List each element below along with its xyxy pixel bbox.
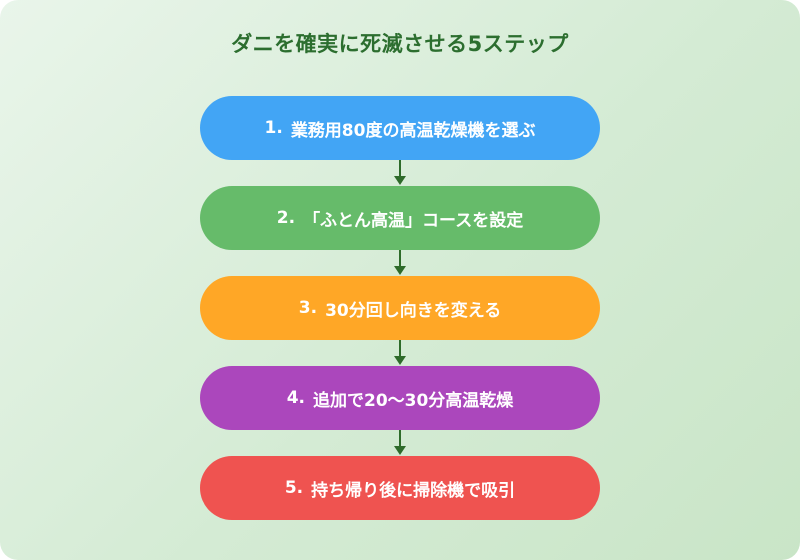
step-2-node: 2. 「ふとん高温」コースを設定 bbox=[200, 186, 600, 250]
arrow-down-icon bbox=[394, 430, 406, 455]
step-1-node: 1. 業務用80度の高温乾燥機を選ぶ bbox=[200, 96, 600, 160]
step-label: 業務用80度の高温乾燥機を選ぶ bbox=[290, 120, 536, 141]
step-number: 3. bbox=[298, 298, 318, 318]
step-4-node: 4. 追加で20〜30分高温乾燥 bbox=[200, 366, 600, 430]
step-label: 「ふとん高温」コースを設定 bbox=[303, 210, 524, 231]
step-5-node: 5. 持ち帰り後に掃除機で吸引 bbox=[200, 456, 600, 520]
step-number: 1. bbox=[264, 118, 283, 138]
step-label: 30分回し向きを変える bbox=[325, 300, 502, 321]
step-number: 5. bbox=[284, 478, 304, 498]
step-3-node: 3. 30分回し向きを変える bbox=[200, 276, 600, 340]
arrow-down-icon bbox=[394, 340, 406, 365]
step-label: 追加で20〜30分高温乾燥 bbox=[312, 390, 514, 411]
step-number: 4. bbox=[286, 388, 305, 408]
arrow-down-icon bbox=[394, 250, 406, 275]
step-label: 持ち帰り後に掃除機で吸引 bbox=[311, 480, 516, 501]
diagram-title: ダニを確実に死滅させる5ステップ bbox=[231, 32, 569, 56]
step-number: 2. bbox=[276, 208, 296, 228]
arrow-down-icon bbox=[394, 160, 406, 185]
